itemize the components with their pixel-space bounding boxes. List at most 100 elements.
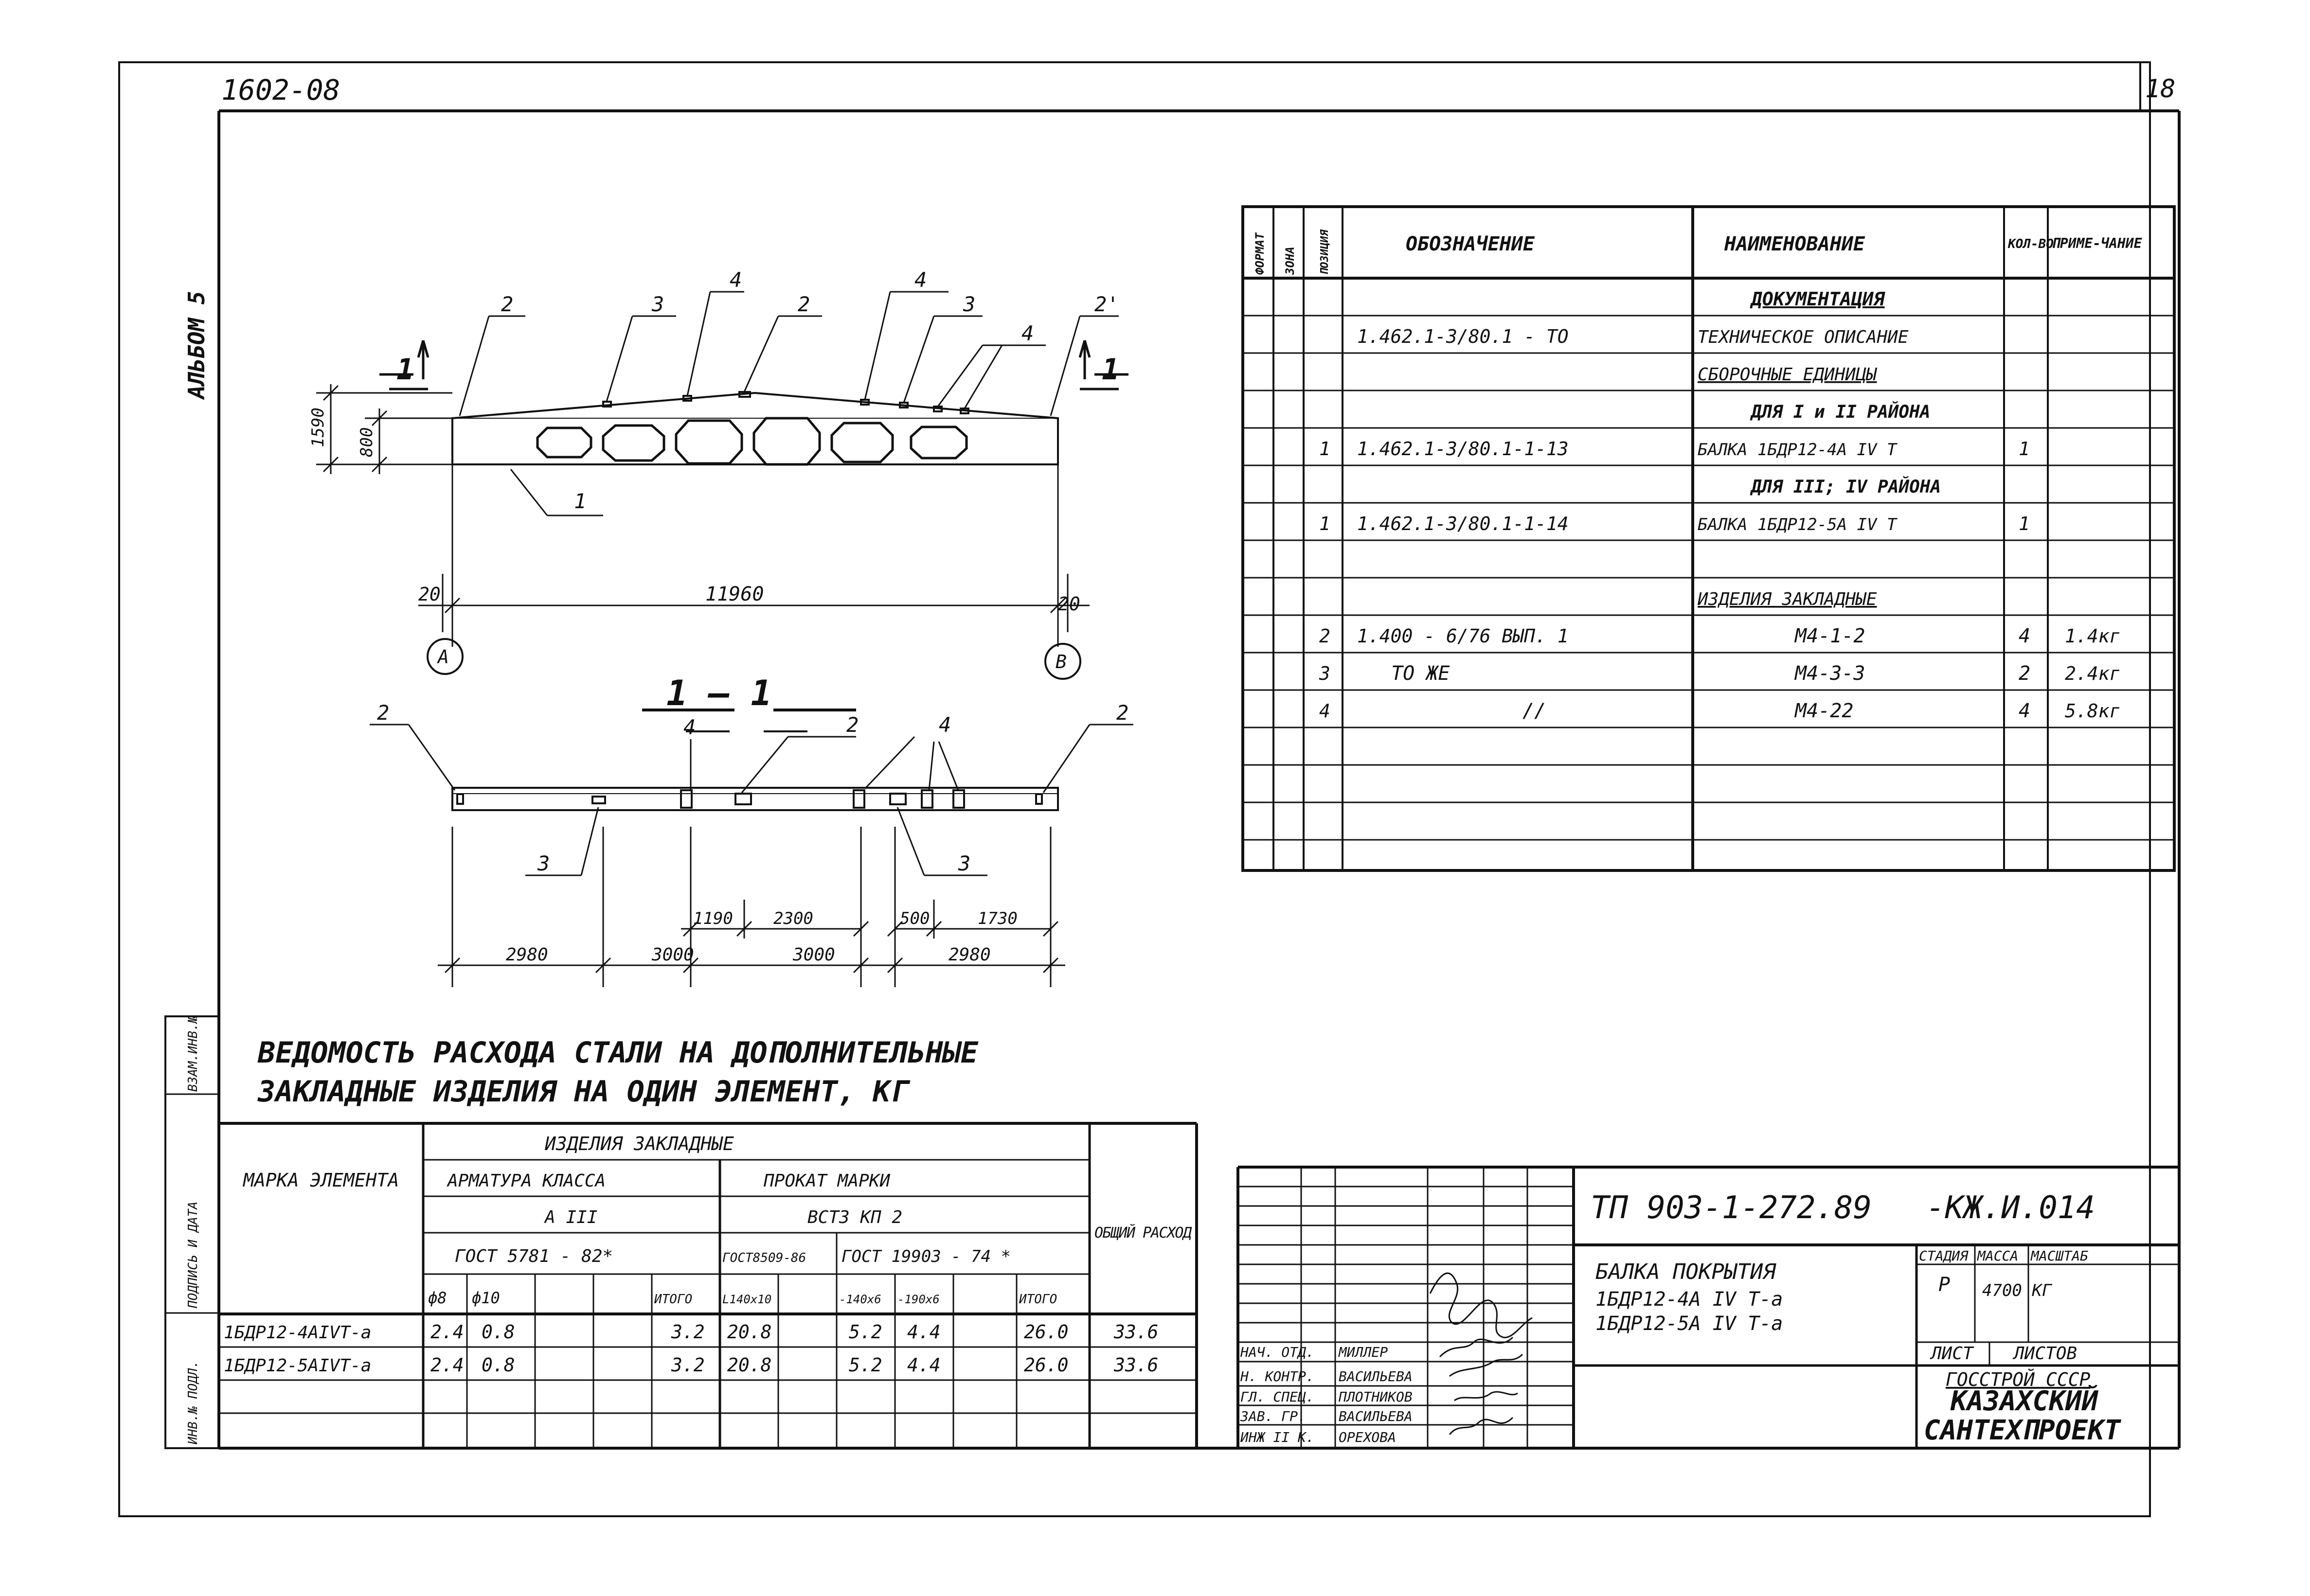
span-dimension: 11960 bbox=[705, 583, 764, 605]
callout-top-6: 3 bbox=[963, 292, 975, 316]
spec-row-pos: 4 bbox=[1319, 700, 1330, 722]
spec-h-format: ФОРМАТ bbox=[1253, 232, 1267, 275]
steel-cell: 33.6 bbox=[1113, 1321, 1159, 1343]
steel-table bbox=[219, 1122, 1198, 1447]
spec-row-designation: 1.462.1-3/80.1 - ТО bbox=[1357, 326, 1569, 347]
spec-h-qty: КОЛ-ВО bbox=[2007, 237, 2054, 251]
section-title: 1 — 1 bbox=[666, 673, 772, 713]
steel-cell: 5.2 bbox=[849, 1321, 882, 1343]
offset-right: 20 bbox=[1058, 593, 1080, 615]
steel-cell: 1БДР12-4АIVТ-а bbox=[224, 1323, 371, 1343]
org-name-2: САНТЕХПРОЕКТ bbox=[1924, 1415, 2122, 1446]
signatures bbox=[1429, 1272, 1533, 1435]
spec-row-note: 1.4кг bbox=[2065, 625, 2120, 647]
steel-h-sub-4: ИТОГО bbox=[654, 1292, 692, 1307]
sheet-number: 18 bbox=[2145, 74, 2176, 104]
sheets-header: ЛИСТОВ bbox=[2012, 1344, 2077, 1364]
steel-h-sub-8: -190х6 bbox=[897, 1293, 940, 1306]
spec-row-pos: 1 bbox=[1319, 438, 1330, 460]
spec-row-name: М4-1-2 bbox=[1794, 625, 1865, 647]
dim-bottom-3: 3000 bbox=[792, 945, 835, 965]
person-role: НАЧ. ОТД. bbox=[1240, 1344, 1314, 1360]
album-label: АЛЬБОМ 5 bbox=[183, 291, 210, 400]
axis-right: В bbox=[1056, 651, 1067, 673]
spec-row-name: СБОРОЧНЫЕ ЕДИНИЦЫ bbox=[1698, 365, 1878, 385]
spec-row-qty: 4 bbox=[2019, 700, 2030, 722]
spec-row-name: М4-3-3 bbox=[1794, 662, 1865, 685]
spec-row-name: ДЛЯ III; IV РАЙОНА bbox=[1750, 477, 1941, 497]
dim-bottom-4: 2980 bbox=[949, 945, 991, 965]
callout-top-7: 4 bbox=[1021, 321, 1034, 345]
spec-row-note: 5.8кг bbox=[2065, 700, 2120, 722]
spec-row-name: М4-22 bbox=[1794, 700, 1853, 722]
section-mark-right: 1 bbox=[1102, 353, 1119, 387]
dim-small-2: 2300 bbox=[773, 909, 813, 928]
spec-row-note: 2.4кг bbox=[2065, 663, 2120, 684]
steel-cell: 4.4 bbox=[907, 1321, 941, 1343]
spec-h-zone: ЗОНА bbox=[1283, 247, 1297, 275]
spec-row-pos: 1 bbox=[1319, 513, 1330, 534]
person-role: Н. КОНТР. bbox=[1240, 1368, 1314, 1384]
callout-top-1: 2 bbox=[501, 292, 513, 316]
offset-left: 20 bbox=[418, 584, 441, 605]
section-callout-3: 2 bbox=[846, 713, 859, 737]
section-callout-7: 3 bbox=[958, 851, 970, 875]
sheet-header: ЛИСТ bbox=[1930, 1344, 1974, 1364]
steel-h-gost3: ГОСТ 19903 - 74 * bbox=[842, 1247, 1011, 1266]
steel-cell: 2.4 bbox=[430, 1354, 464, 1376]
steel-h-total: ОБЩИЙ РАСХОД bbox=[1094, 1224, 1192, 1241]
element-mark-2: 1БДР12-5А IV Т-а bbox=[1595, 1312, 1783, 1335]
spec-row-pos: 3 bbox=[1319, 663, 1330, 684]
element-name: БАЛКА ПОКРЫТИЯ bbox=[1595, 1259, 1776, 1284]
dim-bottom-2: 3000 bbox=[651, 945, 694, 965]
steel-h-sub-0: ф8 bbox=[428, 1289, 447, 1307]
spec-table bbox=[1241, 205, 2176, 872]
title-block bbox=[1236, 1166, 2179, 1448]
steel-cell: 0.8 bbox=[482, 1354, 515, 1376]
section-callout-4: 4 bbox=[939, 713, 951, 737]
project-code: ТП 903-1-272.89 bbox=[1591, 1190, 1872, 1226]
person-role: ИНЖ II К. bbox=[1240, 1429, 1314, 1445]
dim-small-1: 1190 bbox=[693, 909, 733, 928]
person-name: ОРЕХОВА bbox=[1339, 1429, 1396, 1445]
section-callout-6: 3 bbox=[537, 851, 550, 875]
steel-h-items: ИЗДЕЛИЯ ЗАКЛАДНЫЕ bbox=[544, 1133, 734, 1154]
steel-h-mark: МАРКА ЭЛЕМЕНТА bbox=[242, 1170, 399, 1191]
steel-cell: 4.4 bbox=[907, 1354, 941, 1376]
steel-h-sub-7: -140х6 bbox=[839, 1293, 881, 1306]
spec-row-name: БАЛКА 1БДР12-4А IV Т bbox=[1698, 440, 1898, 460]
steel-h-rolled: ПРОКАТ МАРКИ bbox=[763, 1171, 890, 1191]
person-role: ГЛ. СПЕЦ. bbox=[1240, 1389, 1314, 1405]
spec-row-name: ДЛЯ I и II РАЙОНА bbox=[1750, 402, 1930, 422]
stage-value: Р bbox=[1938, 1274, 1950, 1296]
axis-left: А bbox=[437, 646, 449, 668]
steel-cell: 0.8 bbox=[482, 1321, 515, 1343]
person-role: ЗАВ. ГР. bbox=[1240, 1408, 1306, 1424]
people-rows: НАЧ. ОТД. МИЛЛЕР Н. КОНТР. ВАСИЛЬЕВА ГЛ.… bbox=[1240, 1344, 1413, 1445]
section-callout-5: 2 bbox=[1116, 701, 1128, 725]
drawing-code: 1602-08 bbox=[221, 73, 340, 106]
callout-top-8: 2' bbox=[1094, 292, 1119, 316]
height-total: 1590 bbox=[308, 408, 328, 447]
spec-row-qty: 1 bbox=[2019, 438, 2030, 460]
section-view bbox=[370, 709, 1133, 987]
dim-small-4: 1730 bbox=[978, 909, 1018, 928]
steel-title-2: ЗАКЛАДНЫЕ ИЗДЕЛИЯ НА ОДИН ЭЛЕМЕНТ, КГ bbox=[257, 1075, 911, 1109]
spec-h-designation: ОБОЗНАЧЕНИЕ bbox=[1406, 233, 1535, 255]
beam-elevation bbox=[316, 291, 1128, 680]
steel-row-2: 1БДР12-5АIVТ-а 2.4 0.8 3.2 20.8 5.2 4.4 … bbox=[224, 1354, 1159, 1376]
steel-cell: 33.6 bbox=[1113, 1354, 1159, 1376]
project-suffix: -КЖ.И.014 bbox=[1926, 1190, 2095, 1226]
steel-cell: 3.2 bbox=[671, 1354, 705, 1376]
person-name: ПЛОТНИКОВ bbox=[1338, 1389, 1413, 1405]
strip-label-replace: ВЗАМ.ИНВ.№ bbox=[186, 1015, 200, 1092]
spec-h-note: ПРИМЕ-ЧАНИЕ bbox=[2052, 235, 2143, 251]
section-callout-2: 4 bbox=[683, 715, 696, 739]
steel-row-1: 1БДР12-4АIVТ-а 2.4 0.8 3.2 20.8 5.2 4.4 … bbox=[224, 1321, 1159, 1343]
callout-top-2: 3 bbox=[651, 292, 664, 316]
person-name: ВАСИЛЬЕВА bbox=[1339, 1408, 1413, 1424]
scale-header: МАСШТАБ bbox=[2030, 1248, 2088, 1264]
steel-h-sub-5: L140х10 bbox=[722, 1293, 771, 1306]
org-ministry: ГОССТРОЙ СССР bbox=[1946, 1369, 2091, 1390]
